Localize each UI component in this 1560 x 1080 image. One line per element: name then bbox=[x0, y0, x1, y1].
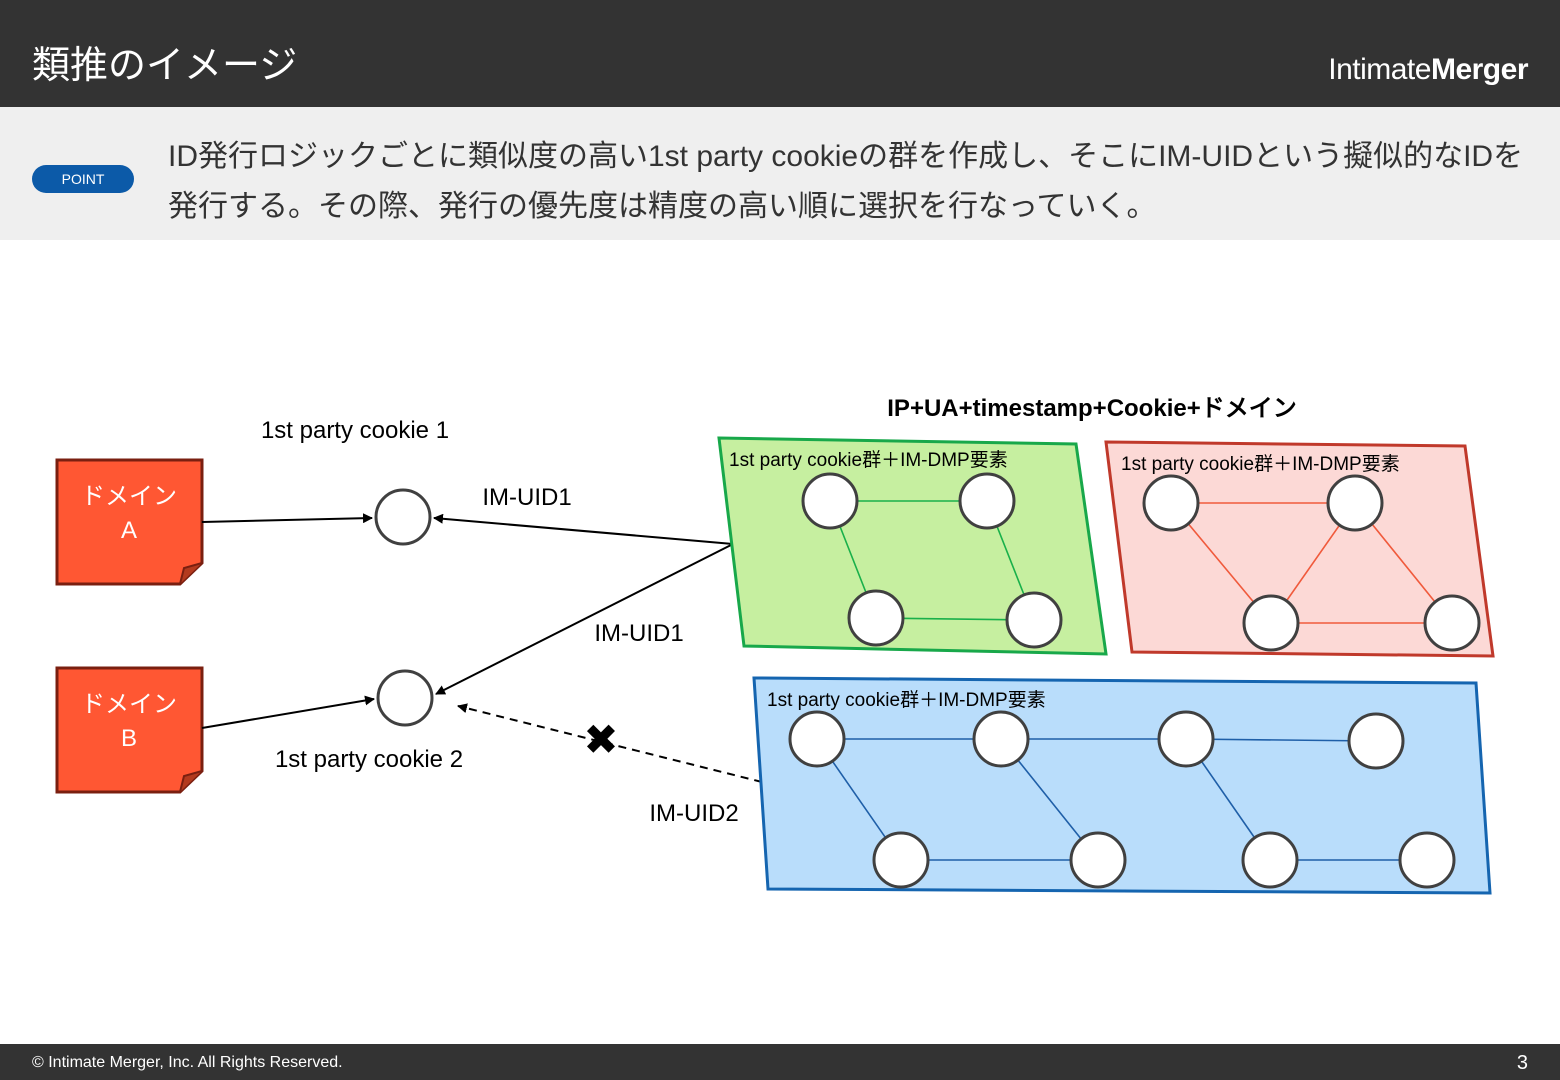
blue-node bbox=[872, 831, 930, 889]
blue-node bbox=[1398, 831, 1456, 889]
company-logo: IntimateMerger bbox=[1328, 50, 1528, 90]
domain-a-label-line1: ドメイン bbox=[81, 483, 177, 510]
logo-light-text: Intimate bbox=[1328, 53, 1431, 86]
blue-node bbox=[1241, 831, 1299, 889]
green-group-label: 1st party cookie群＋IM-DMP要素 bbox=[729, 449, 1008, 471]
red-node bbox=[1242, 594, 1300, 652]
blue-edge bbox=[1185, 738, 1377, 742]
green-node bbox=[958, 472, 1016, 530]
green-node bbox=[1005, 591, 1063, 649]
blue-node bbox=[1157, 710, 1215, 768]
uid2-label: IM-UID2 bbox=[649, 800, 738, 827]
domain-b-label-line1: ドメイン bbox=[81, 691, 177, 718]
green-node bbox=[847, 589, 905, 647]
page-title: 類推のイメージ bbox=[32, 45, 298, 87]
arrow-domain-a-to-cookie1 bbox=[201, 513, 373, 524]
point-section bbox=[0, 107, 1560, 240]
cookie1-node bbox=[374, 488, 432, 546]
blue-node bbox=[788, 710, 846, 768]
domain-b-note: ドメイン B bbox=[55, 666, 204, 794]
red-node bbox=[1423, 594, 1481, 652]
red-group-panel bbox=[1104, 440, 1495, 658]
green-cookie-group: 1st party cookie群＋IM-DMP要素 bbox=[717, 436, 1108, 656]
green-node bbox=[801, 472, 859, 530]
header-bar: 類推のイメージ IntimateMerger bbox=[0, 0, 1560, 107]
uid1-label-top: IM-UID1 bbox=[482, 484, 571, 511]
id-inference-diagram: IP+UA+timestamp+Cookie+ドメイン ドメイン A ドメイン … bbox=[55, 395, 1495, 895]
arrow-green-to-cookie2 bbox=[435, 543, 734, 695]
blue-group-label: 1st party cookie群＋IM-DMP要素 bbox=[767, 689, 1046, 711]
point-text: ID発行ロジックごとに類似度の高い1st party cookieの群を作成し、… bbox=[168, 140, 1524, 223]
blue-node bbox=[1347, 712, 1405, 770]
arrow-blue-to-cookie2-dashed bbox=[457, 703, 763, 783]
red-node bbox=[1326, 474, 1384, 532]
domain-a-note: ドメイン A bbox=[55, 458, 204, 586]
cookie2-node bbox=[376, 669, 434, 727]
uid1-label-bottom: IM-UID1 bbox=[594, 620, 683, 647]
domain-b-label-line2: B bbox=[121, 725, 137, 752]
arrow-domain-b-to-cookie2 bbox=[201, 695, 375, 729]
red-cookie-group: 1st party cookie群＋IM-DMP要素 bbox=[1104, 440, 1495, 658]
copyright-text: © Intimate Merger, Inc. All Rights Reser… bbox=[32, 1054, 343, 1071]
cookie2-label: 1st party cookie 2 bbox=[275, 746, 463, 773]
logo-bold-text: Merger bbox=[1430, 53, 1529, 86]
point-badge: POINT bbox=[32, 165, 134, 193]
cookie1-label: 1st party cookie 1 bbox=[261, 417, 449, 444]
arrow-green-to-cookie1 bbox=[433, 513, 734, 545]
blue-group-panel bbox=[752, 676, 1492, 895]
page-number: 3 bbox=[1516, 1052, 1528, 1074]
domain-a-label-line2: A bbox=[121, 517, 137, 544]
red-node bbox=[1142, 474, 1200, 532]
blue-node bbox=[972, 710, 1030, 768]
blocked-x-icon: ✖ bbox=[583, 716, 618, 763]
blue-cookie-group: 1st party cookie群＋IM-DMP要素 bbox=[752, 676, 1492, 895]
footer-bar: © Intimate Merger, Inc. All Rights Reser… bbox=[0, 1044, 1560, 1080]
blue-node bbox=[1069, 831, 1127, 889]
diagram-heading: IP+UA+timestamp+Cookie+ドメイン bbox=[887, 395, 1296, 422]
red-group-label: 1st party cookie群＋IM-DMP要素 bbox=[1121, 453, 1400, 475]
